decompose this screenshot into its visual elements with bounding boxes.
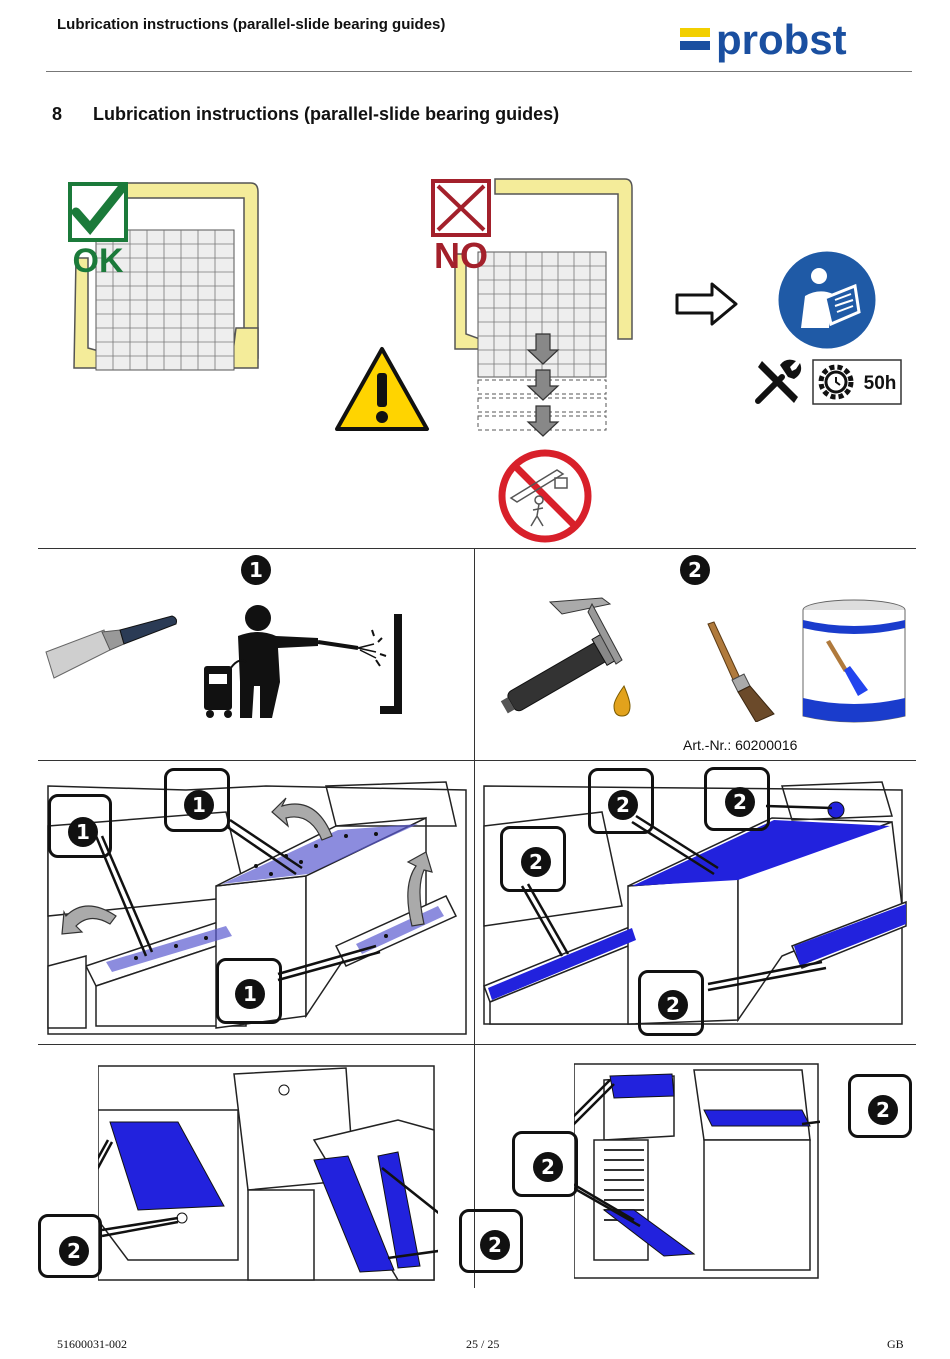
callout-2-box-h <box>848 1074 912 1138</box>
footer-language: GB <box>887 1337 904 1351</box>
callout-2-badge-d: 2 <box>658 990 688 1020</box>
footer-doc-number: 51600031-002 <box>57 1337 127 1351</box>
cleaning-illustration <box>47 781 467 1035</box>
tools-icon <box>755 359 802 404</box>
callout-1-badge-a: 1 <box>68 817 98 847</box>
rail-lubrication-right-illustration <box>574 1063 820 1279</box>
ok-label: OK <box>73 242 124 276</box>
callout-2-box-d <box>638 970 704 1036</box>
ok-checkmark-icon: OK <box>68 182 128 276</box>
callout-2-badge-h: 2 <box>868 1095 898 1125</box>
pressure-washer-icon <box>204 605 402 718</box>
header-title: Lubrication instructions (parallel-slide… <box>57 16 446 33</box>
section-number: 8 <box>52 104 63 124</box>
step-2-badge: 2 <box>680 555 710 585</box>
callout-2-box-a <box>588 768 654 834</box>
callout-2-badge-c: 2 <box>521 847 551 877</box>
article-number: Art.-Nr.: 60200016 <box>683 737 798 753</box>
interval-label: 50h <box>864 373 897 394</box>
section-title: Lubrication instructions (parallel-slide… <box>93 104 560 124</box>
callout-2-badge-g: 2 <box>533 1152 563 1182</box>
scraper-icon <box>45 615 177 679</box>
header-rule <box>46 71 912 72</box>
maintenance-interval-icon: 50h <box>812 359 902 405</box>
callout-1-box-a <box>48 794 112 858</box>
table-rule-3 <box>38 1044 916 1045</box>
footer-page-number: 25 / 25 <box>466 1337 500 1351</box>
warning-icon <box>335 347 429 431</box>
paint-brush-icon <box>707 621 775 722</box>
table-rule-1 <box>38 548 916 549</box>
callout-2-box-c <box>500 826 566 892</box>
device-no-illustration <box>454 178 633 437</box>
read-manual-icon <box>775 248 879 352</box>
logo-wordmark: probst <box>716 20 847 63</box>
table-rule-2 <box>38 760 916 761</box>
device-ok-illustration <box>73 182 259 371</box>
callout-2-badge-e: 2 <box>59 1236 89 1266</box>
section-heading: 8 Lubrication instructions (parallel-sli… <box>52 104 559 125</box>
step-1-badge: 1 <box>241 555 271 585</box>
callout-1-box-b <box>164 768 230 832</box>
callout-1-badge-c: 1 <box>235 979 265 1009</box>
callout-1-badge-b: 1 <box>184 790 214 820</box>
callout-2-box-f <box>459 1209 523 1273</box>
grease-gun-icon <box>500 597 631 717</box>
rail-lubrication-left-illustration <box>98 1065 438 1281</box>
callout-2-badge-a: 2 <box>608 790 638 820</box>
right-arrow-icon <box>675 282 738 326</box>
callout-1-box-c <box>216 958 282 1024</box>
callout-2-badge-b: 2 <box>725 787 755 817</box>
grease-can-icon <box>802 599 906 723</box>
callout-2-box-b <box>704 767 770 831</box>
no-walking-under-load-icon <box>498 449 592 543</box>
probst-logo: probst <box>680 20 847 63</box>
no-label: NO <box>434 235 488 272</box>
greasing-illustration <box>483 781 907 1025</box>
table-divider <box>474 548 475 1288</box>
callout-2-box-e <box>38 1214 102 1278</box>
no-cross-icon: NO <box>431 179 491 272</box>
callout-2-box-g <box>512 1131 578 1197</box>
callout-2-badge-f: 2 <box>480 1230 510 1260</box>
